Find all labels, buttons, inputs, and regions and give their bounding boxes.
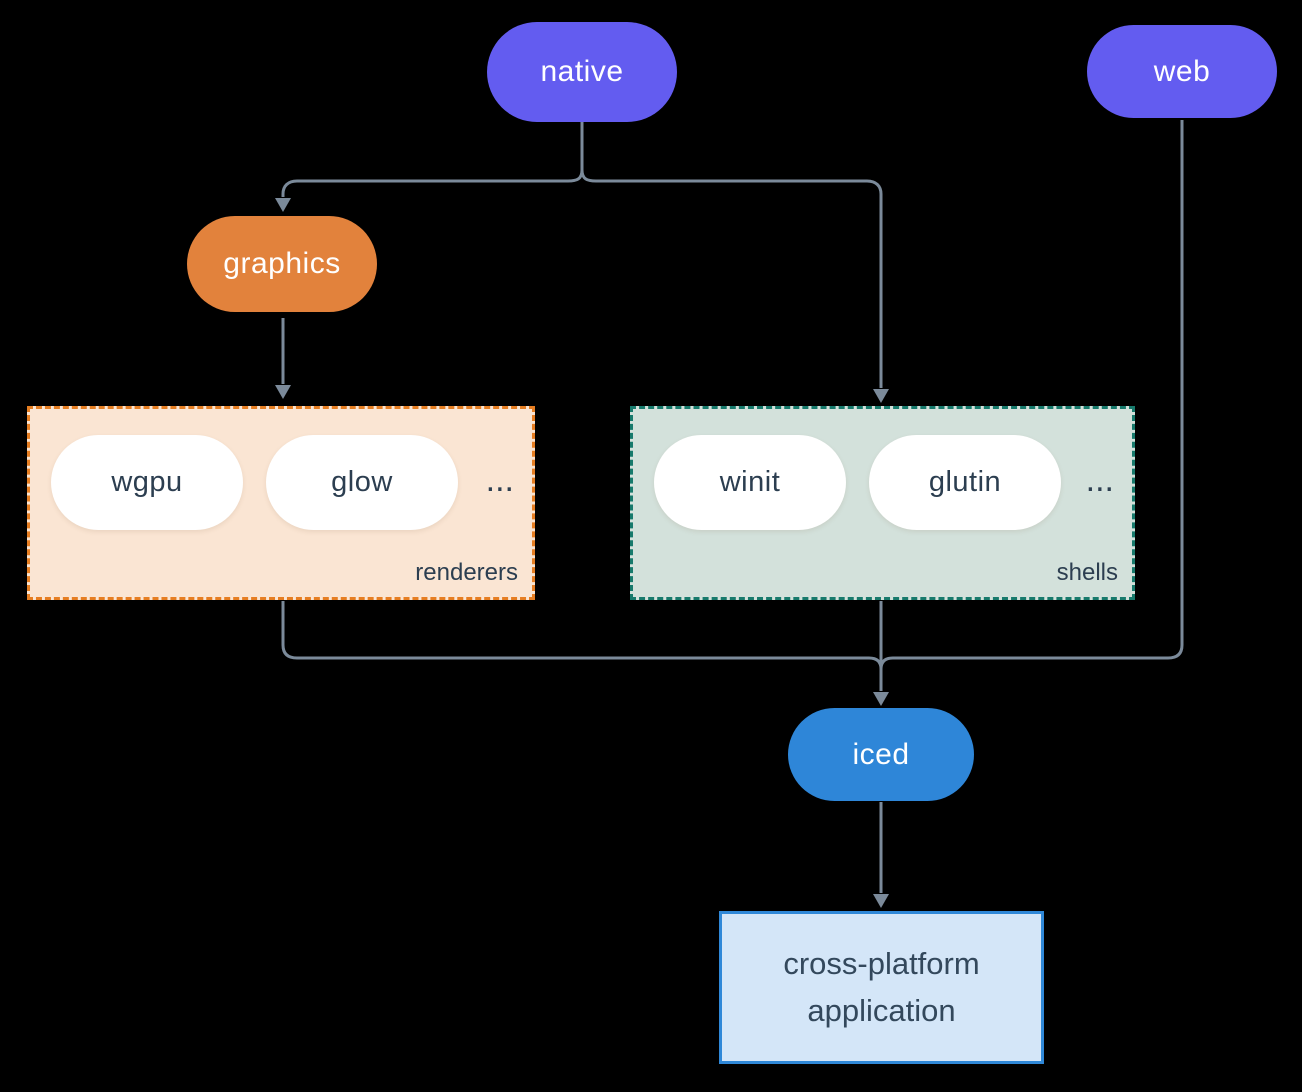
edge-renderers-to-iced <box>281 601 883 670</box>
group-renderers: wgpu glow ... renderers <box>27 406 535 600</box>
shells-group-label: shells <box>1056 559 1118 586</box>
node-glutin: glutin <box>869 435 1061 530</box>
arrowhead-app <box>873 894 889 908</box>
node-iced-label: iced <box>852 737 910 771</box>
arrowhead-shells <box>873 389 889 403</box>
node-winit: winit <box>654 435 846 530</box>
node-glutin-label: glutin <box>928 466 1002 498</box>
cross-platform-application-box: cross-platform application <box>719 911 1044 1064</box>
node-winit-label: winit <box>719 466 781 498</box>
node-graphics: graphics <box>187 216 377 312</box>
node-graphics-label: graphics <box>223 247 341 280</box>
arrowhead-graphics <box>275 198 291 212</box>
node-wgpu: wgpu <box>51 435 243 530</box>
edge-native-to-graphics <box>281 169 584 197</box>
renderers-group-label: renderers <box>415 559 518 586</box>
node-native-label: native <box>540 55 624 88</box>
arrowhead-iced <box>873 692 889 706</box>
node-iced: iced <box>788 708 974 801</box>
arrowhead-renderers <box>275 385 291 399</box>
node-web-label: web <box>1153 54 1211 88</box>
node-native: native <box>487 22 677 122</box>
node-web: web <box>1087 25 1277 118</box>
node-wgpu-label: wgpu <box>111 466 183 498</box>
node-glow-label: glow <box>331 466 393 498</box>
shells-ellipsis: ... <box>1085 461 1114 499</box>
group-shells: winit glutin ... shells <box>630 406 1135 600</box>
node-glow: glow <box>266 435 458 530</box>
cross-platform-application-label: cross-platform application <box>783 946 980 1028</box>
edge-native-to-shells <box>580 169 883 388</box>
renderers-ellipsis: ... <box>485 461 514 499</box>
